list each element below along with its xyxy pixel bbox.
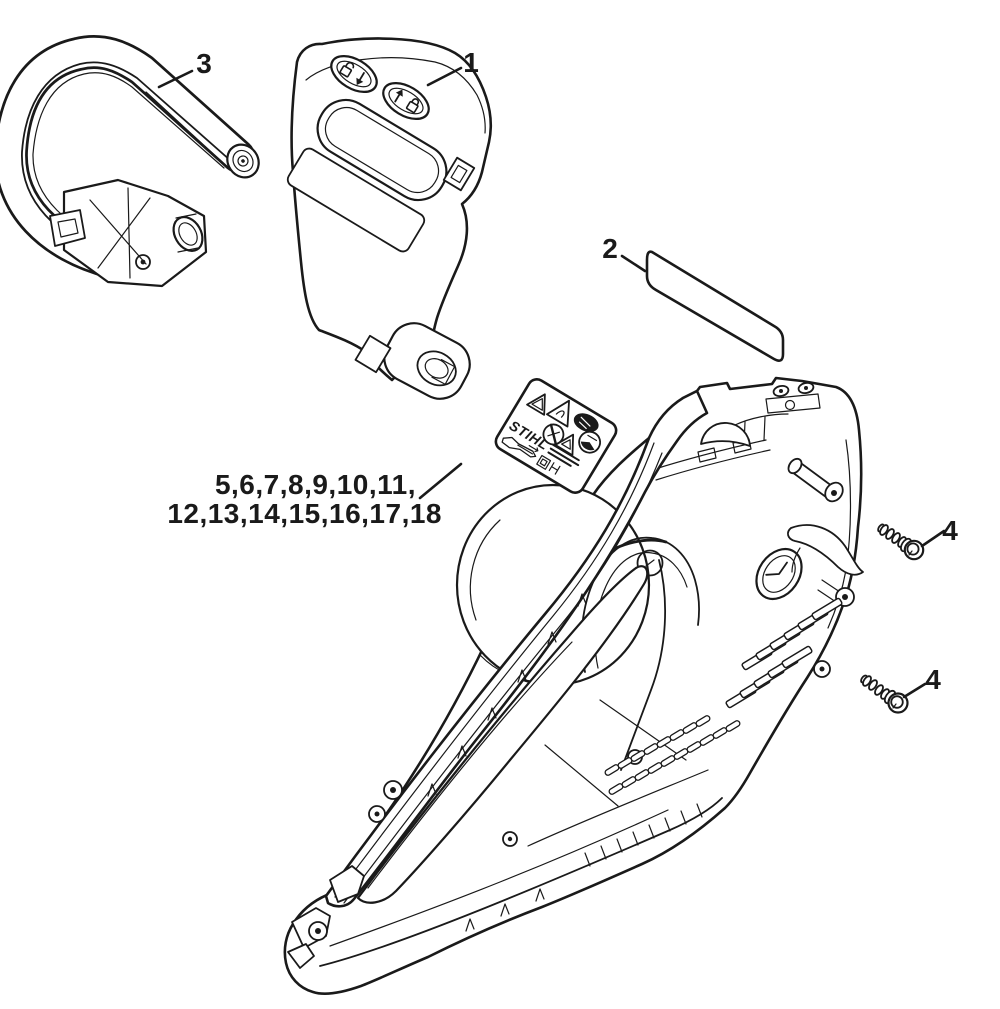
- handle-end-cap: [226, 143, 260, 179]
- upper-screw-drawing: [877, 523, 925, 561]
- lock-release-button: [330, 55, 378, 93]
- callout-4-lower: 4: [925, 664, 941, 695]
- arrow-up-icon: [394, 89, 403, 103]
- top-rail: [324, 389, 709, 908]
- handle-pivot-boss: [383, 322, 471, 400]
- chainsaw-housing-drawing: [283, 376, 864, 995]
- front-handle-drawing: [0, 35, 260, 288]
- leader-line-1: [426, 66, 463, 87]
- instruction-manual-box-icon: [536, 454, 561, 475]
- chainsaw-silhouette-icon: [501, 436, 539, 458]
- lock-icon: [405, 98, 420, 114]
- rear-handle-drawing: [286, 37, 492, 400]
- leader-line-3: [157, 69, 194, 89]
- callout-1: 1: [463, 47, 479, 78]
- leader-line-4-upper: [920, 529, 946, 548]
- kickback-warning-triangle-icon: [546, 399, 570, 428]
- information-label-drawing: STIHL: [494, 378, 618, 494]
- leader-line-parts-list: [418, 462, 463, 500]
- bulkhead-arch: [580, 536, 700, 673]
- lower-screw-drawing: [860, 674, 909, 714]
- caution-triangle-icon: [554, 433, 575, 457]
- lock-engage-button: [382, 82, 430, 120]
- warning-triangle-icon: [526, 393, 546, 416]
- oil-cap: [755, 547, 803, 601]
- grip-hollow: [356, 565, 649, 904]
- protective-gloves-icon: [573, 413, 599, 432]
- leader-line-4-lower: [902, 682, 927, 699]
- parts-list-line-2: 12,13,14,15,16,17,18: [167, 498, 442, 529]
- adhesive-label-outline: [645, 250, 785, 362]
- handle-side-clip: [442, 156, 476, 192]
- rail-ticks: [427, 593, 587, 797]
- grip-cutout: [316, 98, 448, 202]
- handle-lug: [354, 334, 392, 374]
- bottom-ribs: [465, 803, 703, 932]
- unlock-icon: [339, 61, 355, 78]
- arrow-down-icon: [356, 72, 365, 85]
- prohibition-circle-icon: [542, 423, 565, 446]
- handle-label-recess: [286, 147, 426, 253]
- leader-line-2: [620, 254, 647, 273]
- callout-2: 2: [602, 233, 618, 264]
- callout-4-upper: 4: [942, 515, 958, 546]
- callout-3: 3: [196, 48, 212, 79]
- handle-tip-feet: [287, 780, 403, 969]
- parts-list-line-1: 5,6,7,8,9,10,11,: [215, 469, 416, 500]
- two-hand-warning-circle-icon: [578, 430, 602, 454]
- handle-mount-bracket: [49, 178, 208, 288]
- switch-lever: [787, 524, 864, 576]
